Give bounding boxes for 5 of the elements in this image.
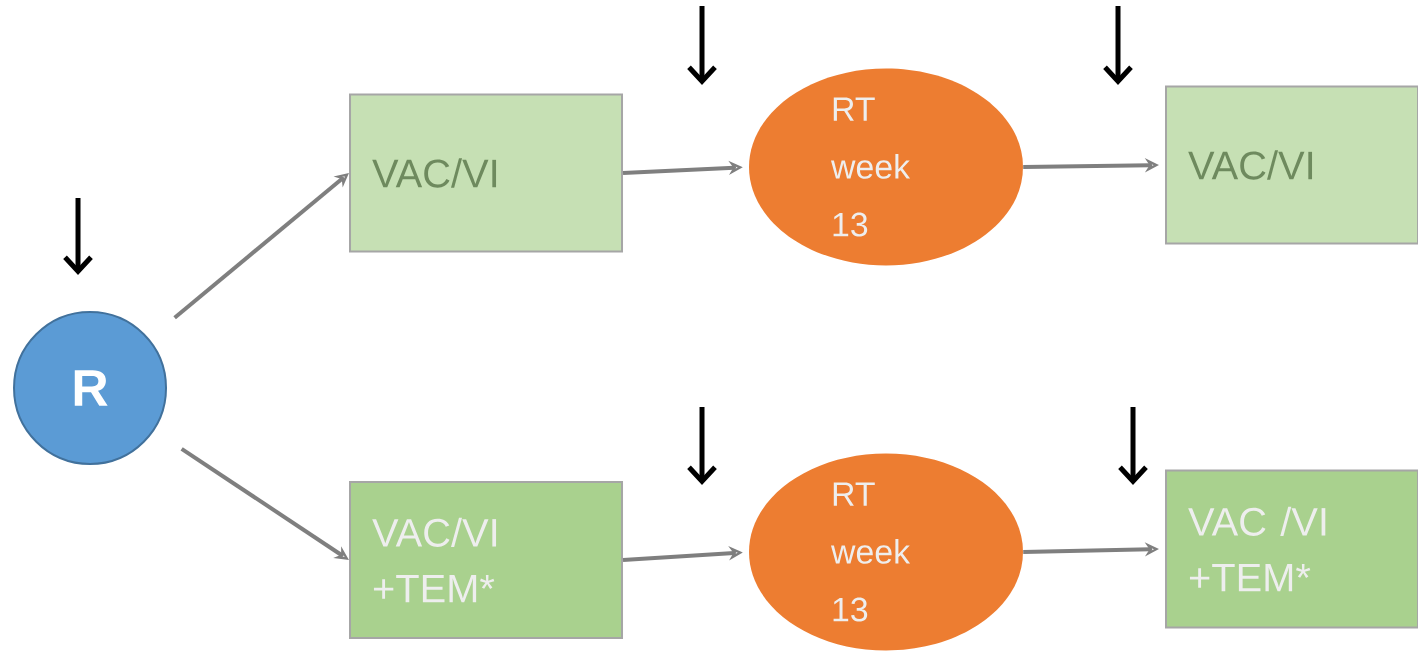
- treatment-box: VAC/VI +TEM*: [349, 481, 623, 639]
- treatment-box: VAC /VI +TEM*: [1165, 469, 1418, 629]
- treatment-box: VAC/VI: [1165, 85, 1418, 245]
- arrow: [173, 173, 349, 320]
- treatment-box: VAC/VI: [349, 93, 623, 253]
